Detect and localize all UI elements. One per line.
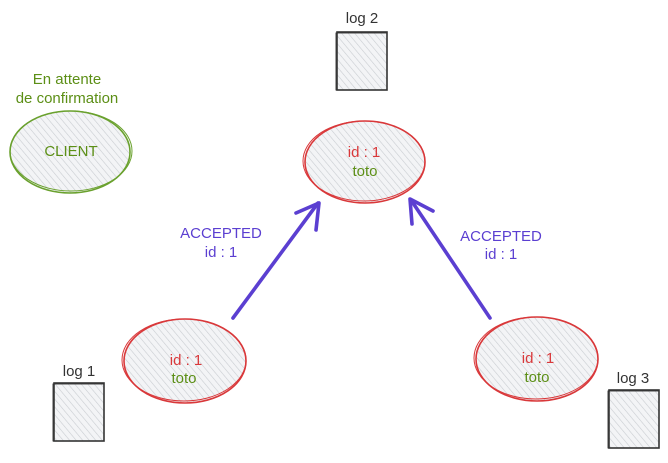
arrow-right-shaft xyxy=(409,198,492,320)
arrow-left: ACCEPTED id : 1 xyxy=(180,201,321,320)
log2-box-sketch xyxy=(335,32,388,91)
log3-box[interactable] xyxy=(608,389,660,449)
arrow-right-label-line1: ACCEPTED xyxy=(460,228,542,245)
node-top: id : 1 toto xyxy=(302,120,426,204)
node-left-id: id : 1 xyxy=(170,352,203,369)
node-right-value: toto xyxy=(524,369,549,386)
client-label: CLIENT xyxy=(44,143,97,160)
log3-box-sketch xyxy=(607,390,660,449)
arrow-left-label-line2: id : 1 xyxy=(205,244,238,261)
log1-label: log 1 xyxy=(63,363,96,380)
log3-group: log 3 xyxy=(607,370,660,449)
node-left-ellipse-sketch xyxy=(121,318,247,402)
arrow-left-shaft xyxy=(231,201,320,320)
client-caption-line2: de confirmation xyxy=(16,90,119,107)
log3-label: log 3 xyxy=(617,370,650,387)
log1-box[interactable] xyxy=(53,382,105,442)
log1-box-sketch xyxy=(52,383,105,442)
log2-group: log 2 xyxy=(335,10,388,91)
node-top-value: toto xyxy=(352,163,377,180)
arrow-left-label-line1: ACCEPTED xyxy=(180,225,262,242)
node-top-ellipse-sketch xyxy=(302,120,426,202)
node-top-id: id : 1 xyxy=(348,144,381,161)
node-right-id: id : 1 xyxy=(522,350,555,367)
client-group: En attente de confirmation CLIENT xyxy=(9,71,133,194)
node-right: id : 1 toto xyxy=(473,316,599,402)
arrow-right-label-line2: id : 1 xyxy=(485,246,518,263)
arrow-right: ACCEPTED id : 1 xyxy=(408,197,542,320)
node-left: id : 1 toto xyxy=(121,318,247,404)
log1-group: log 1 xyxy=(52,363,105,442)
client-ellipse-sketch xyxy=(9,110,133,192)
arrow-left-head xyxy=(294,201,321,232)
node-left-value: toto xyxy=(171,370,196,387)
client-caption-line1: En attente xyxy=(33,71,101,88)
node-right-ellipse-sketch xyxy=(473,316,599,400)
arrow-right-head xyxy=(408,197,435,226)
log2-label: log 2 xyxy=(346,10,379,27)
log2-box[interactable] xyxy=(336,31,388,91)
